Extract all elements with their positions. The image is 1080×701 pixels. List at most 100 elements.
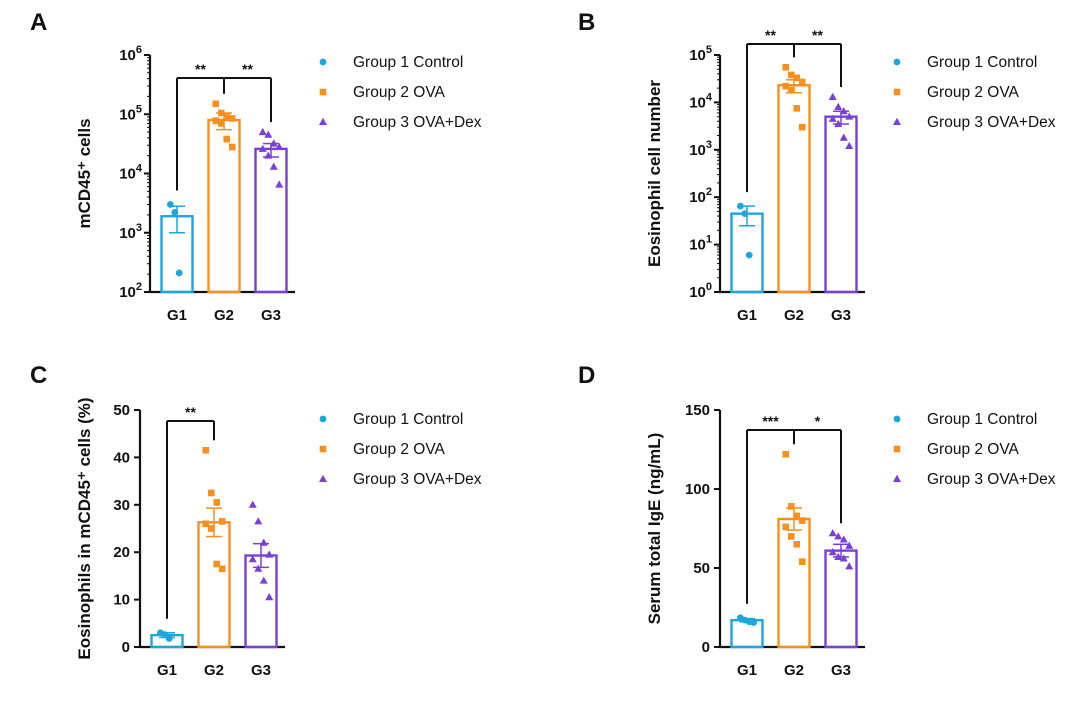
data-point <box>798 123 806 131</box>
legend-entry: Group 3 OVA+Dex <box>353 114 482 131</box>
y-axis-label: mCD45⁺ cells <box>75 118 94 228</box>
data-point <box>228 115 236 122</box>
y-tick-label: 20 <box>113 544 130 561</box>
y-tick-label: 0 <box>702 639 710 656</box>
y-tick-label: 30 <box>113 497 130 514</box>
bar-g2 <box>777 84 811 294</box>
data-point <box>793 74 801 82</box>
legend-marker <box>893 415 901 423</box>
x-tick-label: G2 <box>784 662 804 679</box>
data-point <box>839 107 848 115</box>
y-axis-label: Eosinophils in mCD45⁺ cells (%) <box>75 397 94 659</box>
y-tick-label: 104 <box>119 163 143 183</box>
panel-label: A <box>30 9 47 36</box>
data-point <box>787 87 795 94</box>
legend-marker <box>319 117 327 125</box>
data-point <box>259 538 268 546</box>
data-point <box>218 565 226 573</box>
data-point <box>845 112 854 120</box>
data-point <box>737 202 744 210</box>
data-point <box>254 564 263 572</box>
y-tick-label: 100 <box>689 281 712 301</box>
y-tick-label: 10 <box>113 592 130 609</box>
significance-label: ** <box>195 61 206 77</box>
y-tick-label: 104 <box>689 91 713 111</box>
data-point <box>248 555 257 563</box>
y-tick-label: 106 <box>119 44 142 64</box>
data-point <box>269 162 278 170</box>
x-tick-label: G3 <box>831 307 851 324</box>
data-point <box>834 552 843 560</box>
data-point <box>787 71 795 79</box>
data-point <box>782 82 790 90</box>
data-point <box>207 525 215 532</box>
data-point <box>839 133 848 141</box>
y-tick-label: 103 <box>689 139 712 159</box>
y-tick-label: 105 <box>689 44 712 64</box>
panel-label: C <box>30 362 47 389</box>
data-point <box>223 135 231 143</box>
y-tick-label: 50 <box>113 402 130 419</box>
data-point <box>265 550 274 558</box>
data-point <box>161 631 169 639</box>
data-point <box>213 499 221 506</box>
data-point <box>171 209 179 216</box>
data-point <box>741 210 749 218</box>
legend-entry: Group 1 Control <box>353 54 463 71</box>
significance-label: ** <box>242 61 253 77</box>
data-point <box>787 503 795 510</box>
data-point <box>217 109 225 117</box>
data-point <box>248 500 257 508</box>
data-point <box>258 127 267 136</box>
panel-label: B <box>578 9 595 36</box>
legend-entry: Group 3 OVA+Dex <box>353 471 482 488</box>
bar-g2 <box>197 521 231 649</box>
x-tick-label: G2 <box>204 662 224 679</box>
data-point <box>793 105 801 112</box>
x-tick-label: G1 <box>737 307 757 324</box>
legend-marker <box>893 445 901 453</box>
data-point <box>782 64 790 71</box>
legend-entry: Group 1 Control <box>927 54 1037 71</box>
data-point <box>264 151 273 159</box>
panel-label: D <box>578 362 595 389</box>
legend-entry: Group 2 OVA <box>927 84 1020 101</box>
legend-marker <box>893 58 901 66</box>
data-point <box>269 139 278 147</box>
y-tick-label: 100 <box>685 481 710 498</box>
y-tick-label: 103 <box>119 222 142 242</box>
data-point <box>202 446 210 454</box>
y-tick-label: 102 <box>689 186 712 206</box>
data-point <box>798 517 806 524</box>
data-point <box>798 558 806 565</box>
legend-entry: Group 2 OVA <box>353 84 446 101</box>
data-point <box>834 102 843 110</box>
data-point <box>264 130 273 138</box>
y-tick-label: 0 <box>122 639 130 656</box>
legend-entry: Group 2 OVA <box>927 441 1020 458</box>
legend-entry: Group 3 OVA+Dex <box>927 471 1056 488</box>
data-point <box>782 523 790 531</box>
data-point <box>167 201 174 208</box>
legend-marker <box>319 88 327 96</box>
legend-entry: Group 1 Control <box>927 411 1037 428</box>
data-point <box>828 92 837 100</box>
legend-entry: Group 3 OVA+Dex <box>927 114 1056 131</box>
x-tick-label: G1 <box>157 662 177 679</box>
data-point <box>218 518 226 525</box>
legend-marker <box>893 88 901 96</box>
data-point <box>275 142 284 151</box>
legend-entry: Group 2 OVA <box>353 441 446 458</box>
data-point <box>798 78 806 86</box>
x-tick-label: G2 <box>214 307 234 324</box>
x-tick-label: G3 <box>831 662 851 679</box>
data-point <box>213 560 221 568</box>
data-point <box>259 576 268 584</box>
significance-label: ** <box>765 27 776 43</box>
data-point <box>828 114 837 122</box>
